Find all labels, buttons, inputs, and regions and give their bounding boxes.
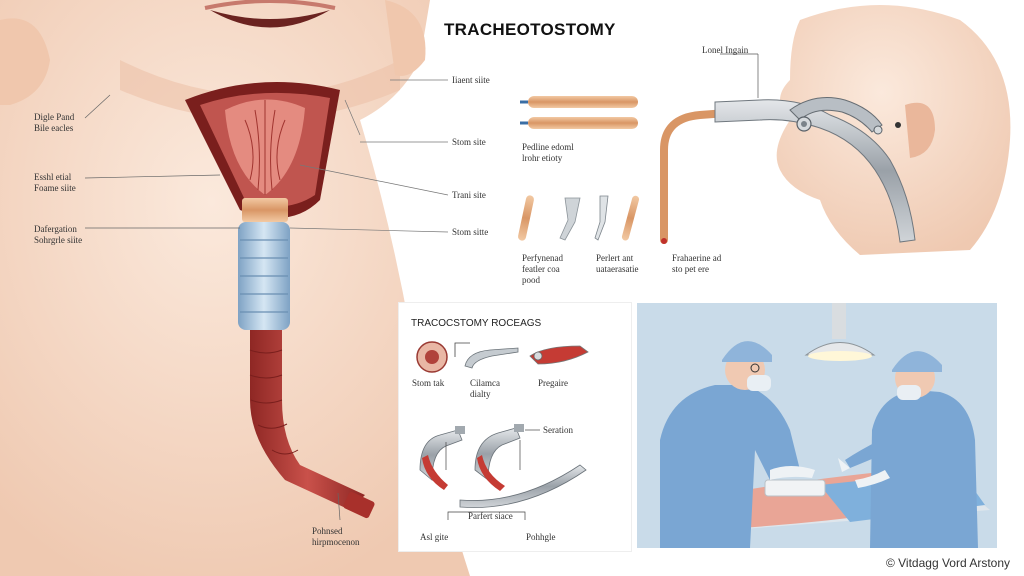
- head-ear: [905, 102, 935, 158]
- left-ear: [0, 18, 50, 105]
- instrument-rod-2: [621, 195, 640, 241]
- trachea-tube: [250, 330, 365, 510]
- neck-label-2: Esshl etial Foame siite: [34, 172, 76, 193]
- instrument-probe: [594, 195, 609, 241]
- metal-cannula: [714, 99, 916, 243]
- long-cannula: [459, 464, 587, 508]
- obturator-icon: [464, 347, 519, 369]
- tube-end-cap: [343, 491, 375, 519]
- red-device-icon: [529, 345, 589, 365]
- instrument-caption-2: Perlert ant uataerasatie: [596, 253, 639, 274]
- process-heading: TRACOCSTOMY ROCEAGS: [411, 318, 542, 329]
- process-label-seration: Seration: [543, 425, 573, 435]
- instrument-spatula: [559, 197, 581, 241]
- copper-tube-1: [520, 96, 638, 108]
- process-label-pohhgle: Pohhgle: [526, 532, 556, 542]
- mouth: [210, 10, 330, 28]
- diagram-title: TRACHEOTOSTOMY: [444, 20, 616, 39]
- neck-label-1: Digle Pand Bile eacles: [34, 112, 75, 133]
- copper-tube-2: [520, 117, 638, 129]
- head-skin: [776, 5, 1011, 255]
- right-ear: [385, 0, 426, 76]
- process-label-asl: Asl gite: [420, 532, 449, 542]
- instrument-caption-1: Perfynenad featler coa pood: [522, 253, 563, 285]
- image-credit: © Vitdagg Vord Arstony: [885, 556, 1010, 570]
- tubes-label-stom2: Stom sitte: [452, 227, 489, 237]
- neck-label-3: Dafergation Sohrgrle siite: [34, 224, 83, 245]
- tubes-label-pedline: Pedline edoml lrohr etioty: [522, 142, 574, 163]
- metal-flange: [789, 97, 883, 133]
- surgeon-2: [838, 351, 978, 548]
- neck-skin: [0, 0, 470, 576]
- curved-trach-1: [419, 426, 465, 490]
- surgeon-1: [660, 341, 815, 548]
- instrument-caption-3: Frahaerine ad sto pet ere: [672, 253, 722, 274]
- neck-label-bottom: Pohnsed hirpmocenon: [312, 526, 360, 547]
- trach-collar: [242, 198, 288, 222]
- head-label: Lonel Ingain: [702, 45, 749, 55]
- tubes-label-trani: Trani site: [452, 190, 486, 200]
- instrument-rod-1: [518, 195, 534, 241]
- curved-trach-2: [474, 424, 524, 491]
- process-label-perfect: Parfert siace: [468, 511, 513, 521]
- process-step-2: Cilamca dialty: [470, 378, 500, 399]
- curved-tube: [660, 108, 744, 244]
- process-step-3: Pregaire: [538, 378, 568, 388]
- process-step-1: Stom tak: [412, 378, 445, 388]
- tubes-label-inlet: Iiaent siite: [452, 75, 490, 85]
- tubes-label-stom: Stom site: [452, 137, 486, 147]
